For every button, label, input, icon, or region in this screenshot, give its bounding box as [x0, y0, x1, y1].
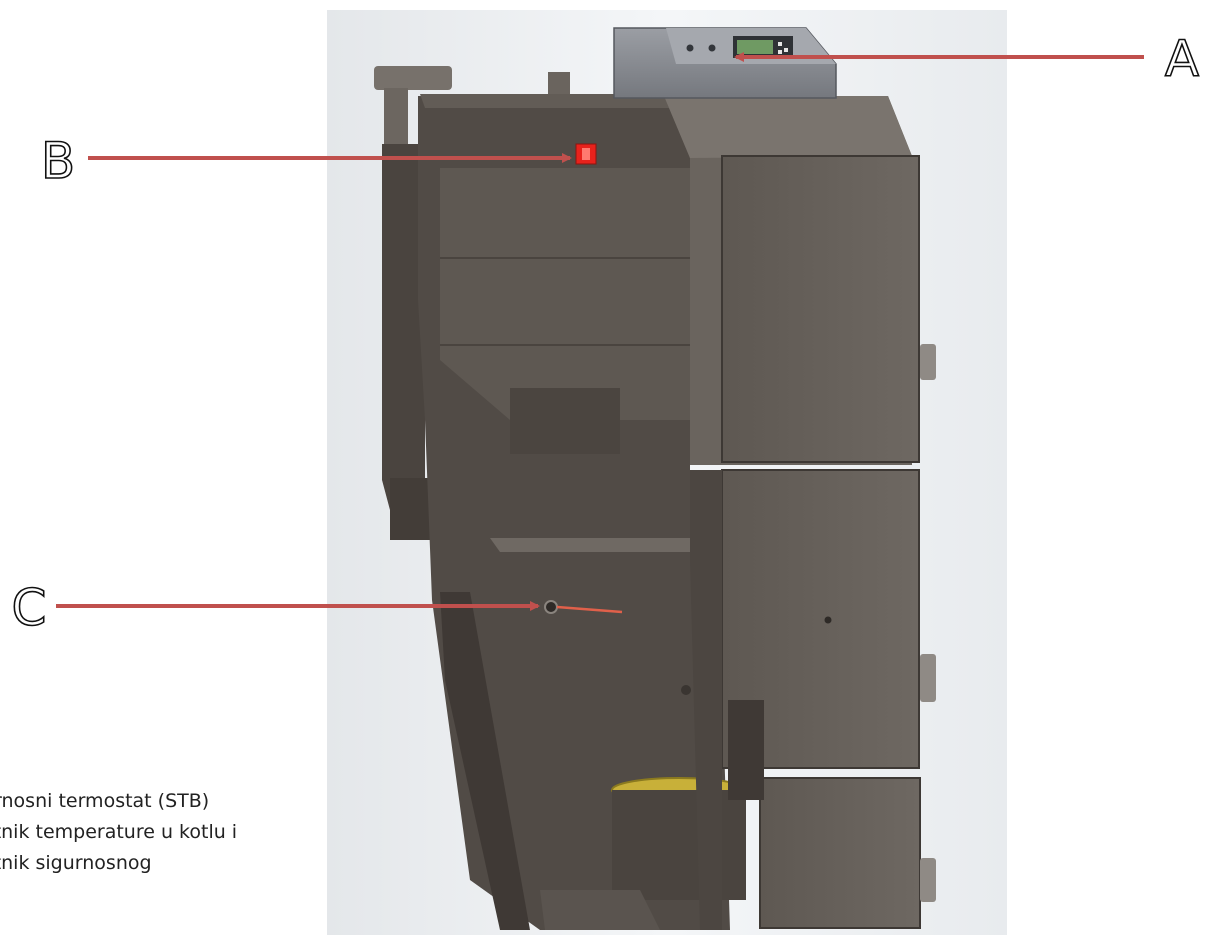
label-b: B	[41, 132, 75, 190]
hinge-lower	[920, 858, 936, 902]
base-plate	[540, 890, 660, 930]
caption-line-2: etnik temperature u kotlu i	[0, 821, 238, 843]
sensor-port	[544, 600, 558, 614]
boiler-illustration	[374, 27, 936, 930]
rear-column	[382, 144, 425, 540]
door-jamb	[690, 470, 722, 930]
display-screen	[737, 40, 773, 54]
caption-line-3: etnik sigurnosnog	[0, 852, 152, 874]
ash-container	[612, 790, 746, 900]
stb-button-highlight	[582, 148, 590, 160]
control-knob-2	[708, 44, 716, 52]
rear-base	[390, 478, 430, 540]
sensor-wire	[556, 605, 623, 614]
top-connector	[548, 72, 570, 94]
hinge-upper	[920, 344, 936, 380]
hinge-middle	[920, 654, 936, 702]
caption-text: urnosni termostat (STB) etnik temperatur…	[0, 786, 237, 879]
flue-pipe	[384, 88, 408, 146]
bolt	[681, 685, 691, 695]
lower-slant-panel	[440, 592, 530, 930]
door-hole	[824, 616, 832, 624]
caption-line-1: urnosni termostat (STB)	[0, 790, 210, 812]
flue-cap	[374, 66, 452, 90]
inner-shelf	[490, 538, 710, 552]
burner-housing	[440, 168, 690, 420]
upper-door	[721, 155, 920, 463]
label-c: C	[12, 579, 47, 637]
lower-door	[759, 777, 921, 929]
label-a: A	[1165, 30, 1199, 88]
control-knob-1	[686, 44, 694, 52]
upper-door-top	[664, 96, 912, 158]
lower-bracket	[728, 700, 764, 800]
burner-duct	[510, 388, 620, 454]
